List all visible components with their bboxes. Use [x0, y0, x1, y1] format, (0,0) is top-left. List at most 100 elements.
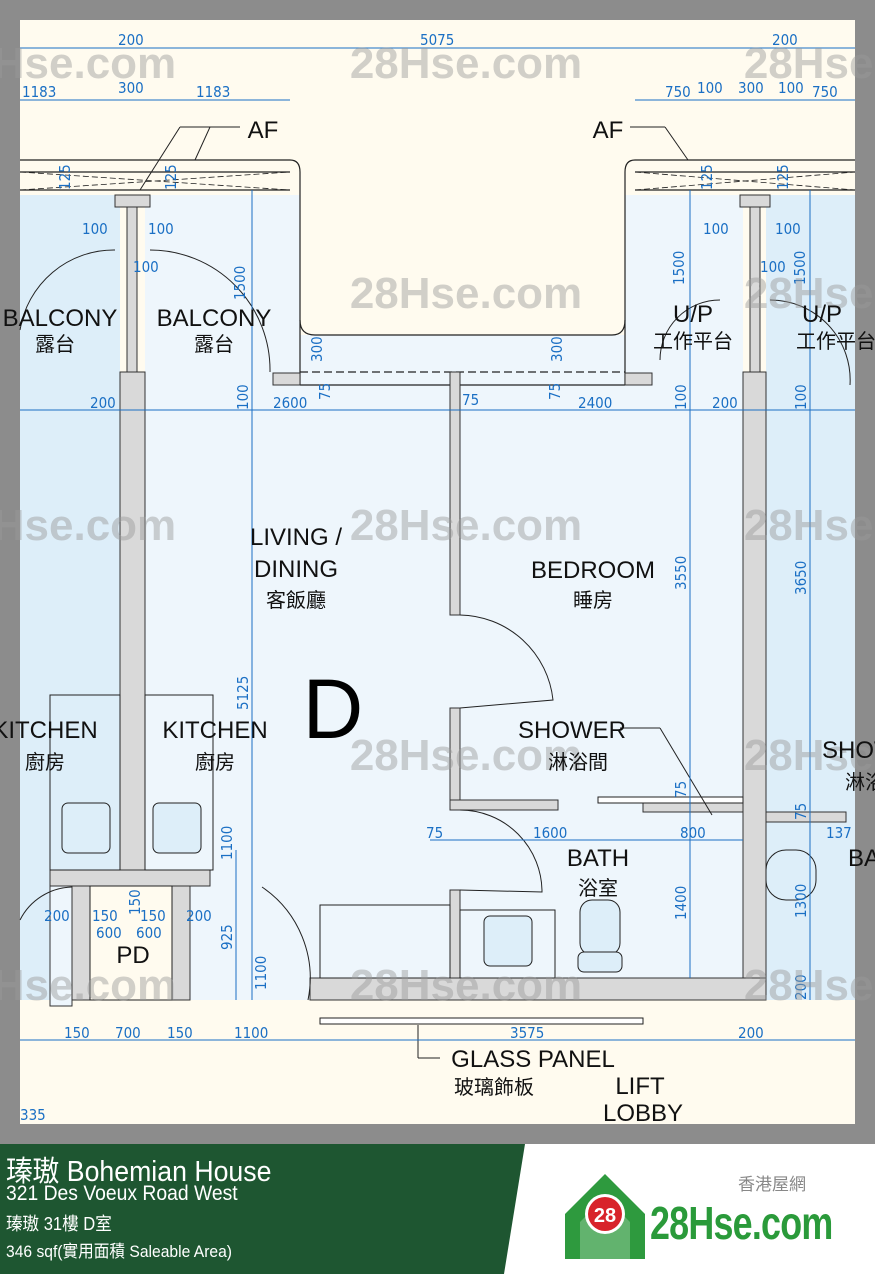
watermark: 28Hse.com	[350, 961, 582, 1010]
wash-basin	[483, 915, 533, 967]
dimension-label: 1300	[792, 884, 810, 918]
dimension-label: 1400	[672, 886, 690, 920]
watermark: 28Hse.com	[744, 961, 875, 1010]
bedroom-label: BEDROOM	[531, 557, 655, 584]
dimension-label: 1100	[218, 826, 236, 860]
dimension-label: 200	[90, 394, 116, 412]
dimension-label: 100	[697, 79, 723, 97]
dimension-label: 3550	[672, 556, 690, 590]
dimension-label: 2400	[578, 394, 612, 412]
bath-label: BATH	[567, 845, 629, 872]
bath-label-cn: 浴室	[578, 876, 618, 900]
dimension-label: 100	[148, 220, 174, 238]
dimension-label: 100	[133, 258, 159, 276]
toilet	[579, 899, 621, 956]
kitchen-neighbor-label-cn: 廚房	[25, 750, 65, 774]
dimension-label: 600	[136, 924, 162, 942]
watermark: 28Hse.com	[350, 731, 582, 780]
dimension-label: 150	[167, 1024, 193, 1042]
dimension-label: 1100	[234, 1024, 268, 1042]
watermark: 28Hse.com	[350, 39, 582, 88]
logo-badge: 28	[594, 1205, 616, 1227]
dimension-label: 3575	[510, 1024, 544, 1042]
room-labels: AF AF BALCONY 露台 BALCONY 露台 U/P 工作平台 U/P…	[0, 117, 875, 1127]
dimension-label: 800	[680, 824, 706, 842]
pipe-duct	[89, 885, 173, 1001]
dimension-label: 100	[703, 220, 729, 238]
dimension-label: 5075	[420, 31, 454, 49]
building-address: 321 Des Voeux Road West	[6, 1182, 238, 1205]
shower-label: SHOWER	[518, 717, 626, 744]
watermarks: 28Hse.com 28Hse.com 28Hse.com 28Hse.com 28Hs…	[0, 39, 875, 1010]
dimension-label: 1600	[533, 824, 567, 842]
dimension-label: 1183	[22, 83, 56, 101]
logo-chinese-name: 香港屋網	[738, 1175, 806, 1195]
dimension-label: 750	[812, 83, 838, 101]
dimension-label: 200	[186, 907, 212, 925]
dimension-label: 75	[546, 383, 564, 400]
balcony-neighbor-label: BALCONY	[3, 305, 118, 332]
utility-platform-area	[625, 195, 743, 385]
left-neighbor-unit	[20, 195, 120, 1000]
utility-platform-neighbor-label: U/P	[802, 301, 842, 328]
watermark: 28Hse.com	[744, 39, 875, 88]
dimension-label: 150	[64, 1024, 90, 1042]
unit-letter: D	[303, 662, 364, 756]
dimension-label: 75	[792, 803, 810, 820]
dimension-label: 75	[462, 391, 479, 409]
dimension-label: 300	[548, 336, 566, 362]
footer: 瑧璈 Bohemian House 321 Des Voeux Road Wes…	[0, 1144, 875, 1274]
unit-info: 瑧璈 31樓 D室	[6, 1214, 112, 1234]
dimension-label: 125	[774, 164, 792, 190]
dimension-label: 925	[218, 924, 236, 950]
dimension-label: 300	[738, 79, 764, 97]
dimension-label: 200	[772, 31, 798, 49]
dimension-label: 5125	[234, 676, 252, 710]
watermark: 28Hse.com	[744, 269, 875, 318]
dimension-label: 75	[672, 781, 690, 798]
af-label-right: AF	[593, 117, 624, 144]
watermark: 28Hse.com	[744, 501, 875, 550]
balcony-neighbor-label-cn: 露台	[35, 332, 75, 356]
saleable-area: 346 sqf(實用面積 Saleable Area)	[6, 1242, 233, 1261]
dimension-label: 100	[672, 384, 690, 410]
dimension-label: 200	[44, 907, 70, 925]
unit-interior	[145, 385, 743, 1000]
dimension-label: 335	[20, 1106, 46, 1124]
dimension-label: 200	[738, 1024, 764, 1042]
dimension-label: 100	[778, 79, 804, 97]
glass-panel-label-cn: 玻璃飾板	[454, 1075, 534, 1099]
dimension-label: 600	[96, 924, 122, 942]
dimension-label: 3650	[792, 561, 810, 595]
shower-label-cn: 淋浴間	[548, 750, 608, 774]
logo-house-icon: 28	[565, 1174, 645, 1259]
kitchen-sink	[152, 802, 202, 854]
dimension-label: 1100	[252, 956, 270, 990]
kitchen-label: KITCHEN	[162, 717, 267, 744]
kitchen-neighbor-label: KITCHEN	[0, 717, 98, 744]
building-title: 瑧璈 Bohemian House	[6, 1156, 272, 1188]
toilet-neighbor	[765, 849, 817, 901]
dimension-label: 300	[308, 336, 326, 362]
balcony-label: BALCONY	[157, 305, 272, 332]
balcony-label-cn: 露台	[194, 332, 234, 356]
watermark: 28Hse.com	[350, 501, 582, 550]
dimension-label: 1500	[231, 266, 249, 300]
watermark: 28Hse.com	[744, 731, 875, 780]
utility-platform-label-cn: 工作平台	[653, 329, 733, 353]
dimension-label: 200	[118, 31, 144, 49]
glass-panel-label: GLASS PANEL	[451, 1046, 615, 1073]
living-label-1: LIVING /	[250, 524, 342, 551]
living-label-2: DINING	[254, 556, 338, 583]
pipe-duct-label: PD	[116, 942, 149, 969]
lift-lobby-label-1: LIFT	[615, 1073, 665, 1100]
dimension-label: 150	[140, 907, 166, 925]
bath-neighbor-label: BATH	[848, 845, 875, 872]
dimension-label: 1500	[791, 251, 809, 285]
dimension-label: 125	[162, 164, 180, 190]
dimension-label: 200	[712, 394, 738, 412]
glass-panel	[319, 1017, 644, 1025]
af-label-left: AF	[248, 117, 279, 144]
